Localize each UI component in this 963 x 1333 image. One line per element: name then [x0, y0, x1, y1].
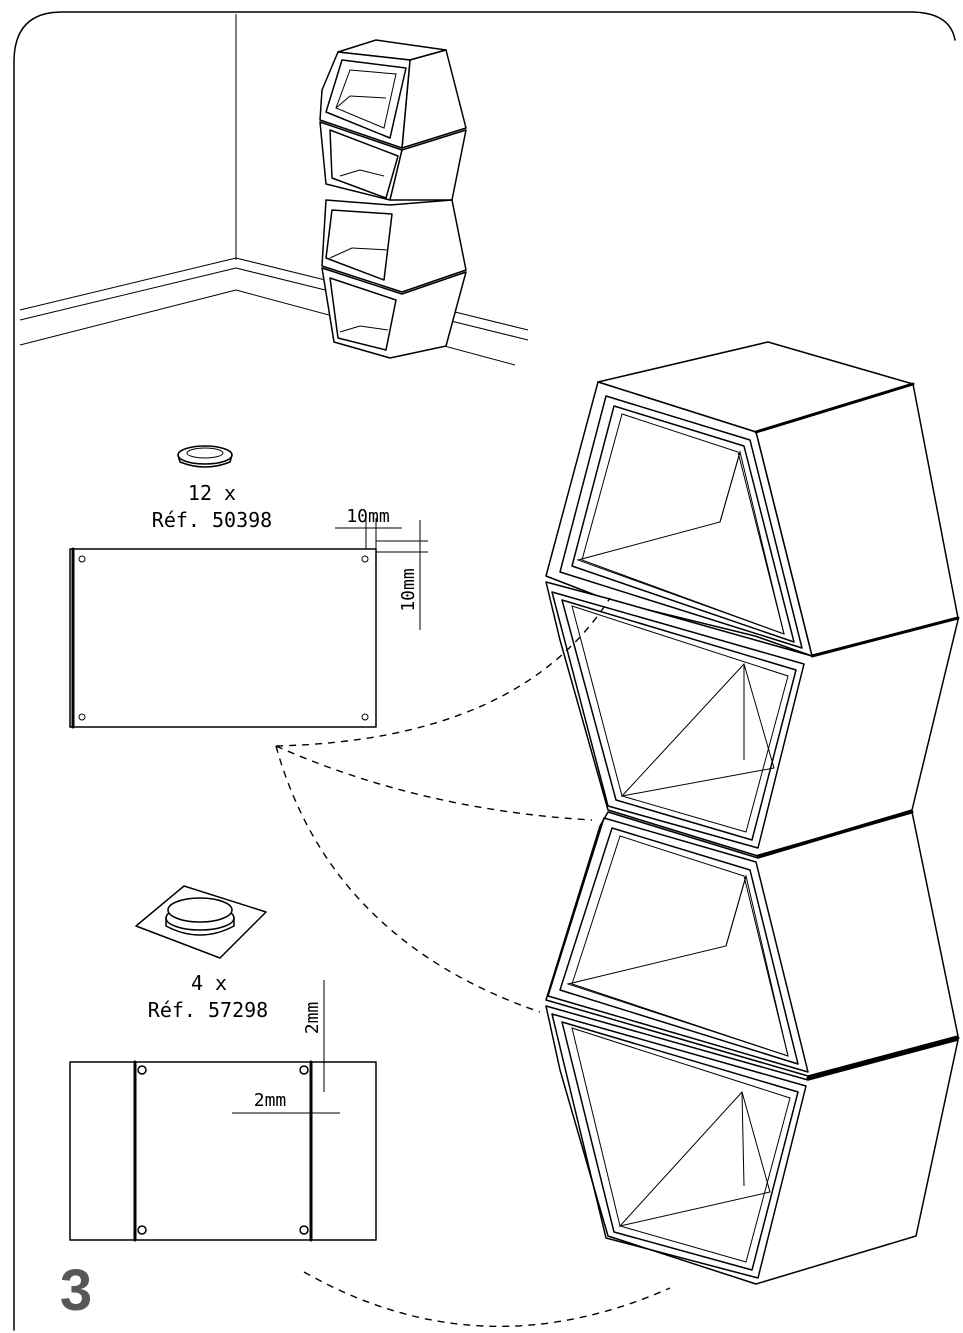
dimension-large-vertical: 2mm	[302, 1002, 323, 1035]
pad-large-quantity: 4 x	[191, 971, 227, 995]
dimension-small	[335, 518, 428, 630]
dimension-large-horizontal: 2mm	[254, 1090, 287, 1111]
pad-large-icon	[135, 885, 267, 959]
pad-small-icon	[177, 445, 233, 468]
pad-small-quantity: 12 x	[188, 481, 236, 505]
dimension-large	[232, 980, 340, 1114]
panel-small	[69, 547, 377, 729]
shelf-tower-large	[545, 341, 960, 1285]
dimension-small-vertical: 10mm	[398, 568, 419, 611]
step-number: 3	[60, 1258, 92, 1323]
shelf-tower-small	[319, 39, 467, 359]
pad-large-reference: Réf. 57298	[148, 998, 268, 1022]
panel-large	[69, 1060, 377, 1242]
page-frame	[13, 11, 956, 1331]
callout-lines	[275, 597, 671, 1328]
dimension-small-horizontal: 10mm	[346, 506, 389, 527]
pad-small-reference: Réf. 50398	[152, 508, 272, 532]
